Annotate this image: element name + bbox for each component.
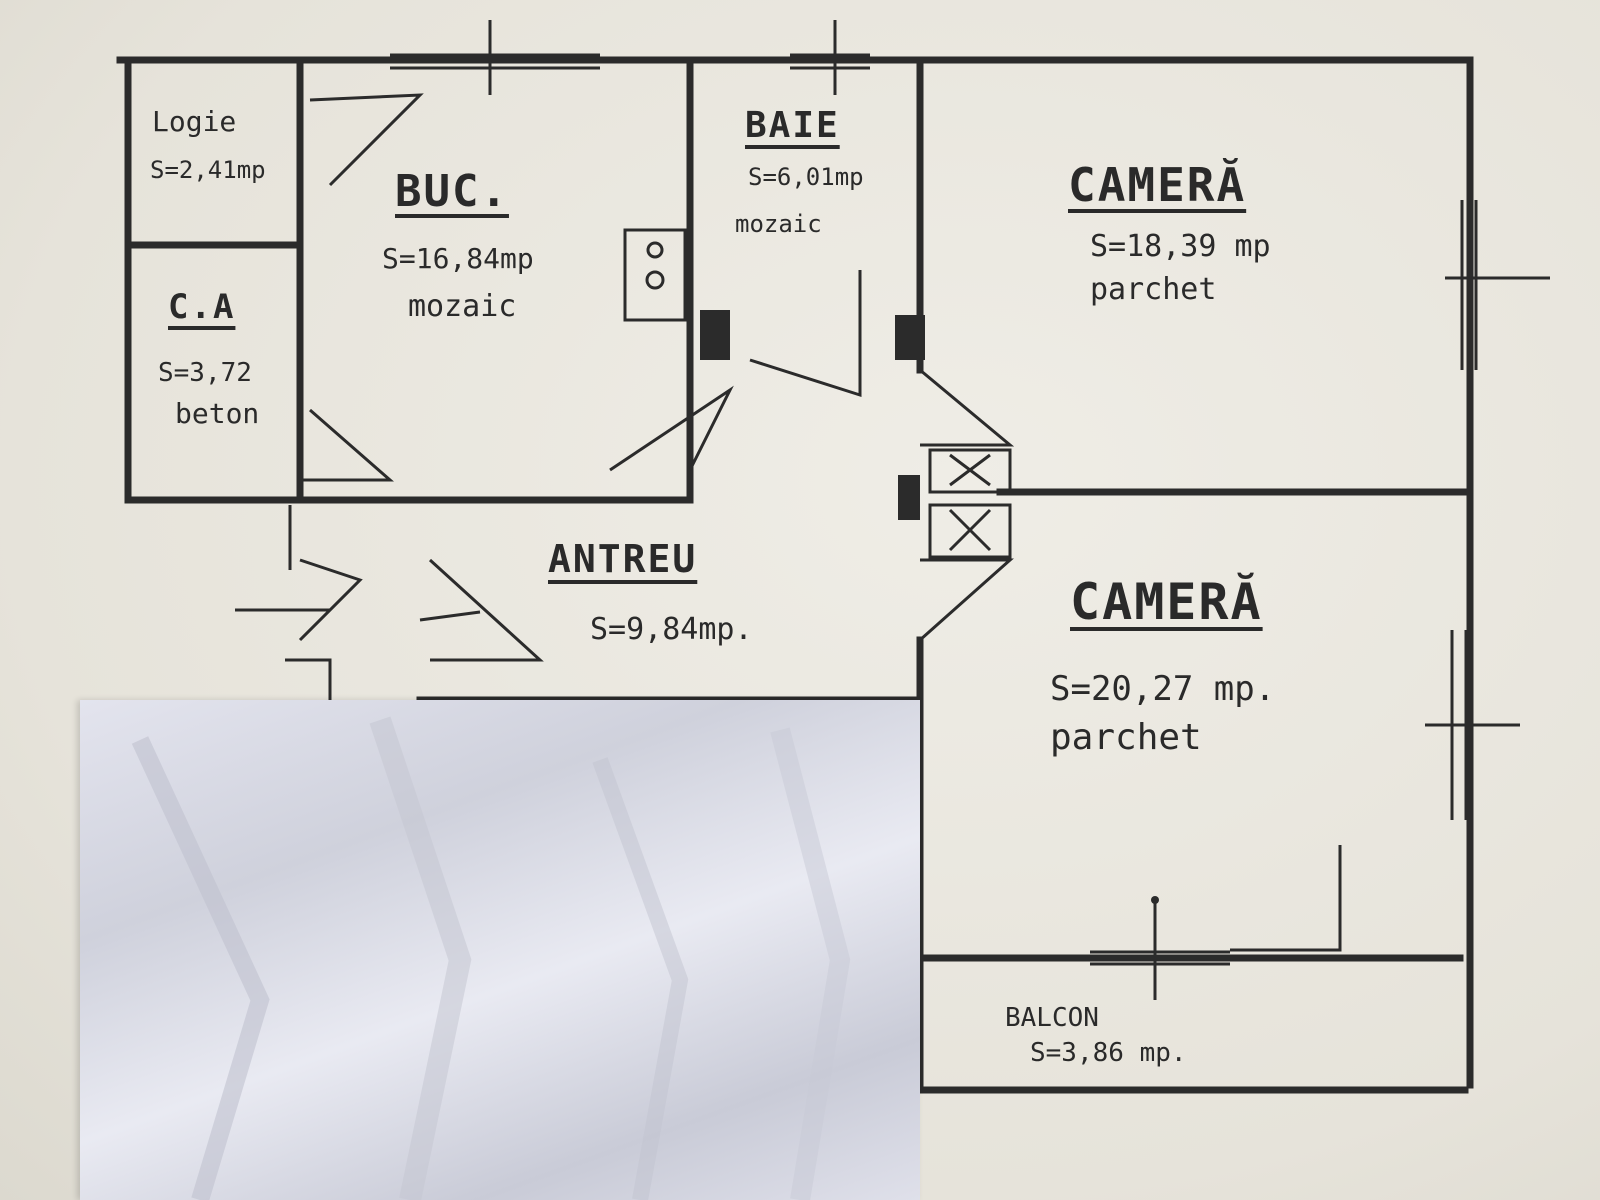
camera1-floor: parchet	[1090, 272, 1217, 307]
buc-floor: mozaic	[408, 289, 517, 324]
camera1-area: S=18,39 mp	[1090, 229, 1271, 264]
covering-paper-sheet	[80, 700, 920, 1200]
logie-name: Logie	[152, 105, 237, 138]
baie-floor: mozaic	[735, 210, 822, 238]
balcon-area: S=3,86 mp.	[1030, 1038, 1187, 1068]
ca-name: C.A	[168, 287, 236, 327]
ca-floor: beton	[175, 397, 260, 430]
camera2-name: CAMERĂ	[1070, 573, 1263, 631]
antreu-name: ANTREU	[548, 537, 698, 581]
camera2-floor: parchet	[1050, 717, 1202, 758]
balcon-name: BALCON	[1005, 1003, 1099, 1033]
baie-name: BAIE	[745, 105, 840, 146]
ca-area: S=3,72	[158, 358, 252, 388]
antreu-area: S=9,84mp.	[590, 612, 753, 647]
camera2-area: S=20,27 mp.	[1050, 669, 1276, 709]
camera1-name: CAMERĂ	[1068, 158, 1247, 212]
paper-crease-shading	[131, 716, 851, 1200]
buc-area: S=16,84mp	[382, 242, 534, 275]
baie-area: S=6,01mp	[748, 163, 864, 191]
logie-area: S=2,41mp	[150, 156, 266, 184]
buc-name: BUC.	[395, 166, 509, 217]
